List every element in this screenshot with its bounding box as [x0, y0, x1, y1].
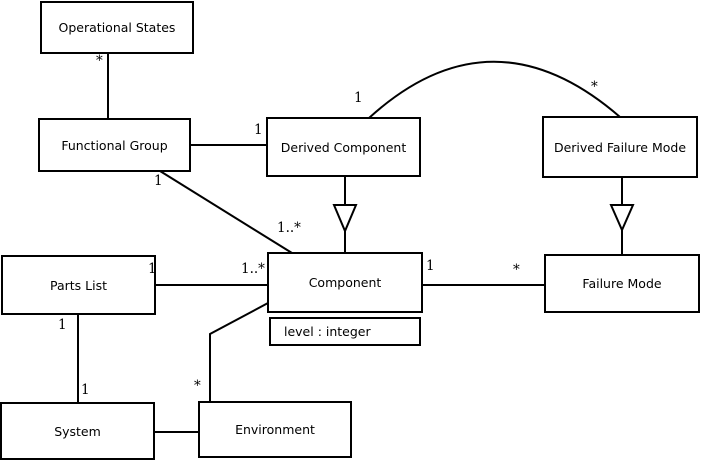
multiplicity-label: 1..*	[277, 220, 301, 236]
class-name-label: Parts List	[49, 277, 107, 293]
class-component-attributes: level : integer	[269, 317, 421, 346]
class-system: System	[0, 402, 155, 460]
class-name-label: System	[54, 423, 101, 439]
class-environment: Environment	[198, 401, 352, 458]
class-component: Component	[267, 252, 423, 313]
association-derived-component-derived-failure-mode	[368, 60, 621, 119]
class-derived-component: Derived Component	[266, 117, 421, 177]
inheritance-arrow-derived-component	[332, 204, 358, 234]
multiplicity-label: 1	[254, 122, 263, 138]
multiplicity-label: *	[194, 378, 201, 394]
multiplicity-label: 1	[354, 90, 363, 106]
class-parts-list: Parts List	[1, 255, 156, 315]
attribute-label: level : integer	[284, 324, 371, 339]
multiplicity-label: 1..*	[241, 261, 265, 277]
class-name-label: Functional Group	[61, 137, 168, 153]
multiplicity-label: 1	[81, 382, 90, 398]
multiplicity-label: *	[591, 79, 598, 95]
class-operational-states: Operational States	[40, 1, 194, 54]
association-functional-group-component	[159, 170, 293, 254]
multiplicity-label: 1	[148, 261, 157, 277]
class-failure-mode: Failure Mode	[544, 254, 700, 313]
class-name-label: Component	[308, 275, 382, 290]
multiplicity-label: 1	[426, 258, 435, 274]
multiplicity-label: *	[96, 53, 103, 69]
class-name-label: Derived Failure Mode	[553, 139, 687, 155]
class-derived-failure-mode: Derived Failure Mode	[542, 116, 698, 178]
class-name-label: Environment	[235, 422, 315, 437]
class-name-label: Derived Component	[280, 139, 407, 155]
class-name-label: Failure Mode	[582, 276, 662, 291]
class-functional-group: Functional Group	[38, 118, 191, 172]
multiplicity-label: *	[513, 262, 520, 278]
inheritance-arrow-derived-failure-mode	[609, 204, 635, 233]
multiplicity-label: 1	[154, 173, 163, 189]
multiplicity-label: 1	[58, 317, 67, 333]
association-environment-component	[209, 302, 269, 403]
class-name-label: Operational States	[58, 20, 176, 35]
